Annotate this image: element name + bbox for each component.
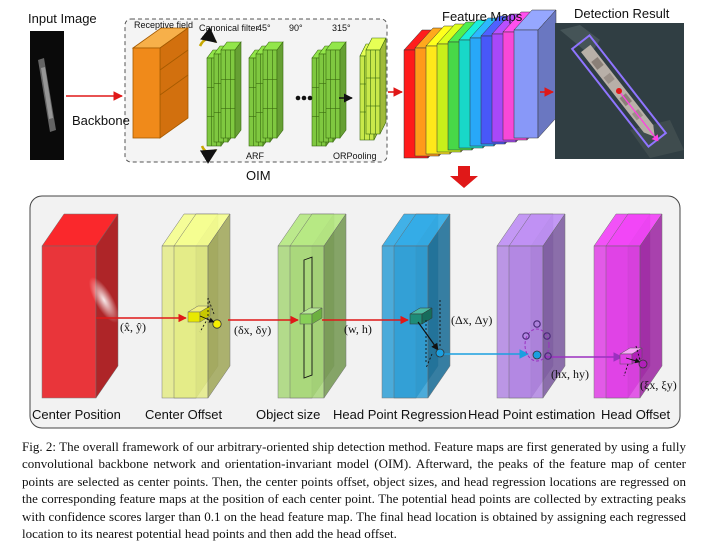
pipeline-stages bbox=[41, 213, 663, 399]
arf-label: ARF bbox=[246, 151, 264, 161]
arf-filter-stack bbox=[206, 41, 347, 147]
angle-45-label: 45° bbox=[257, 23, 271, 33]
detection-result-label: Detection Result bbox=[574, 6, 670, 21]
rotate-arrow-top bbox=[198, 27, 218, 47]
canonical-filter-label: Canonical filter bbox=[199, 23, 259, 33]
arf-filter-plane bbox=[262, 41, 284, 139]
arf-filter-plane bbox=[325, 41, 347, 139]
arf-filter-plane bbox=[220, 41, 242, 139]
input-image bbox=[30, 31, 64, 160]
pipeline-panel bbox=[29, 195, 681, 429]
flow-arrows bbox=[96, 313, 623, 362]
rotate-arrow-bottom bbox=[199, 145, 218, 164]
feature-maps-label: Feature Maps bbox=[442, 9, 523, 24]
math-offset: (δx, δy) bbox=[234, 323, 272, 337]
angle-90-label: 90° bbox=[289, 23, 303, 33]
receptive-field-label: Receptive field bbox=[134, 20, 194, 30]
math-delta: (Δx, Δy) bbox=[451, 313, 493, 327]
orpooling-plane bbox=[365, 37, 387, 135]
stage-block-object-size bbox=[277, 213, 347, 399]
stage-block-center-offset bbox=[161, 213, 231, 399]
head-offset-marker bbox=[619, 345, 648, 377]
oim-label: OIM bbox=[246, 168, 271, 183]
object-size-marker bbox=[299, 307, 323, 325]
stage-label-head-point-estimation: Head Point estimation bbox=[468, 407, 596, 422]
center-offset-marker bbox=[187, 297, 222, 333]
down-arrow bbox=[450, 166, 478, 188]
head-estimation-marker bbox=[522, 320, 552, 362]
stage-block-center-position bbox=[41, 213, 120, 399]
orpooling-filter bbox=[359, 37, 387, 141]
orpooling-label: ORPooling bbox=[333, 151, 377, 161]
stage-block-head-point-regression bbox=[381, 213, 451, 399]
stage-label-center-offset: Center Offset bbox=[145, 407, 223, 422]
figure-caption: Fig. 2: The overall framework of our arb… bbox=[22, 439, 686, 542]
input-image-label: Input Image bbox=[28, 11, 97, 26]
math-center-hat: (x̂, ŷ) bbox=[120, 320, 146, 334]
math-size: (w, h) bbox=[344, 322, 372, 336]
detection-result-image bbox=[555, 23, 684, 159]
receptive-field-block bbox=[131, 27, 190, 139]
stage-label-object-size: Object size bbox=[256, 407, 321, 422]
stage-label-center-position: Center Position bbox=[32, 407, 121, 422]
stage-block-head-offset bbox=[593, 213, 663, 399]
math-xi: (ξx, ξy) bbox=[640, 378, 677, 392]
feature-map-slice bbox=[513, 9, 557, 139]
backbone-label: Backbone bbox=[72, 113, 130, 128]
ellipsis-dots bbox=[295, 95, 313, 101]
math-head: (hx, hy) bbox=[551, 367, 589, 381]
angle-315-label: 315° bbox=[332, 23, 351, 33]
feature-maps-stack bbox=[403, 9, 557, 159]
stage-label-head-point-regression: Head Point Regression bbox=[333, 407, 467, 422]
head-regression-marker bbox=[409, 300, 445, 369]
stage-label-head-offset: Head Offset bbox=[601, 407, 671, 422]
